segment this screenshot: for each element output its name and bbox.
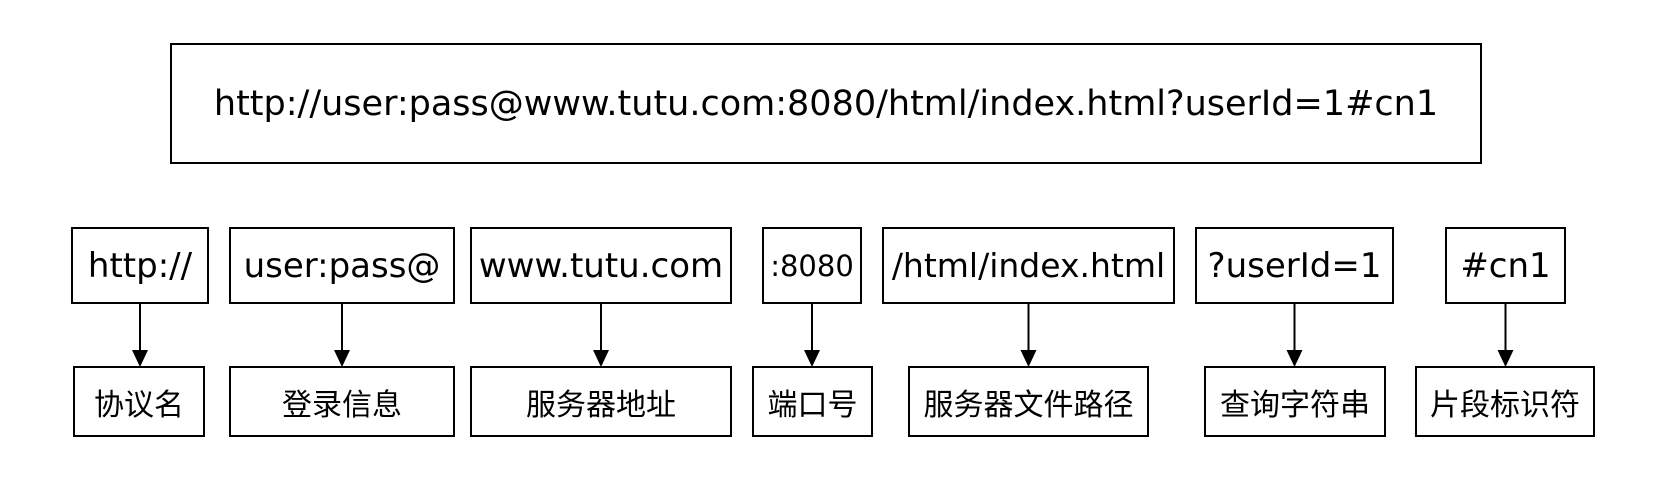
- label-path-text: 服务器文件路径: [923, 387, 1134, 423]
- segment-host-text: www.tutu.com: [478, 245, 724, 286]
- label-login-text: 登录信息: [282, 387, 402, 423]
- label-query: 查询字符串: [1204, 366, 1386, 437]
- arrowhead: [334, 350, 350, 367]
- arrowhead: [1286, 350, 1303, 367]
- label-query-text: 查询字符串: [1220, 387, 1370, 423]
- arrowhead: [1020, 350, 1037, 367]
- segment-port-text: :8080: [770, 248, 854, 283]
- label-path: 服务器文件路径: [908, 366, 1149, 437]
- arrowhead: [804, 350, 820, 367]
- segment-protocol-text: http://: [87, 245, 193, 286]
- label-fragment: 片段标识符: [1415, 366, 1595, 437]
- segment-path-text: /html/index.html: [891, 246, 1166, 285]
- full-url-text: http://user:pass@www.tutu.com:8080/html/…: [213, 83, 1439, 124]
- segment-query-text: ?userId=1: [1207, 245, 1382, 286]
- label-port: 端口号: [752, 366, 873, 437]
- label-protocol-text: 协议名: [94, 387, 184, 423]
- segment-path: /html/index.html: [882, 227, 1175, 304]
- arrowhead: [132, 350, 148, 367]
- arrowhead: [593, 350, 609, 367]
- segment-host: www.tutu.com: [470, 227, 732, 304]
- full-url-box: http://user:pass@www.tutu.com:8080/html/…: [170, 43, 1482, 164]
- segment-fragment: #cn1: [1445, 227, 1566, 304]
- segment-query: ?userId=1: [1195, 227, 1394, 304]
- segment-port: :8080: [762, 227, 862, 304]
- label-host: 服务器地址: [470, 366, 732, 437]
- label-host-text: 服务器地址: [526, 387, 676, 423]
- arrowhead: [1497, 350, 1514, 367]
- label-login: 登录信息: [229, 366, 455, 437]
- segment-login: user:pass@: [229, 227, 455, 304]
- label-protocol: 协议名: [73, 366, 205, 437]
- segment-protocol: http://: [71, 227, 209, 304]
- segment-fragment-text: #cn1: [1460, 245, 1551, 286]
- label-port-text: 端口号: [767, 387, 858, 423]
- label-fragment-text: 片段标识符: [1430, 387, 1580, 423]
- segment-login-text: user:pass@: [243, 245, 441, 286]
